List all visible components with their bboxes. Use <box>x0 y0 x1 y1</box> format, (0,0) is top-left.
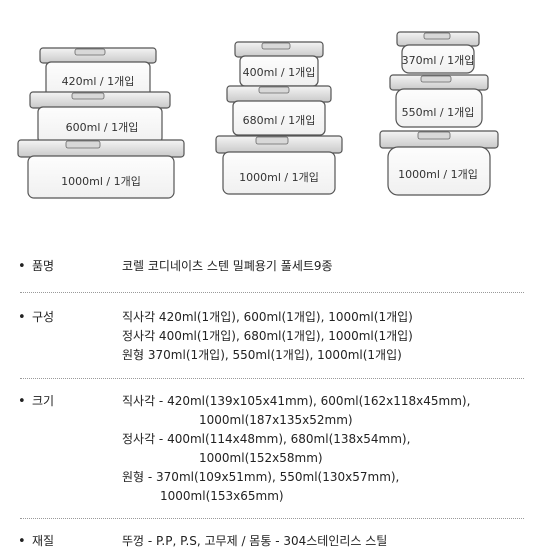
container-label: 600ml / 1개입 <box>66 121 139 134</box>
spec-label: 품명 <box>32 259 55 273</box>
spec-value: 뚜껑 - P.P, P.S, 고무제 / 몸통 - 304스테인리스 스틸 <box>122 534 388 548</box>
spec-value-block: 직사각 - 420ml(139x105x41mm), 600ml(162x118… <box>122 392 470 506</box>
bullet: • <box>18 310 26 325</box>
spec-label: 크기 <box>32 394 55 408</box>
container-square-680: 680ml / 1개입 <box>226 85 332 136</box>
dotted-separator <box>20 378 524 379</box>
dotted-separator <box>20 518 524 519</box>
spec-line: 1000ml(152x58mm) <box>199 451 323 465</box>
spec-label: 구성 <box>32 310 55 324</box>
spec-line: 원형 - 370ml(109x51mm), 550ml(130x57mm), <box>122 470 400 484</box>
container-label: 1000ml / 1개입 <box>61 175 141 188</box>
container-label: 550ml / 1개입 <box>402 106 475 119</box>
container-round-1000: 1000ml / 1개입 <box>379 130 499 196</box>
spec-label: 재질 <box>32 534 55 548</box>
spec-line: 직사각 - 420ml(139x105x41mm), 600ml(162x118… <box>122 394 471 408</box>
spec-value-block: 직사각 420ml(1개입), 600ml(1개입), 1000ml(1개입) … <box>122 308 413 365</box>
container-label: 420ml / 1개입 <box>62 75 135 88</box>
container-round-550: 550ml / 1개입 <box>389 74 489 128</box>
container-square-400: 400ml / 1개입 <box>234 41 324 87</box>
spec-line: 정사각 - 400ml(114x48mm), 680ml(138x54mm), <box>122 432 411 446</box>
spec-line: 정사각 400ml(1개입), 680ml(1개입), 1000ml(1개입) <box>122 329 413 343</box>
container-label: 1000ml / 1개입 <box>398 168 478 181</box>
container-label: 1000ml / 1개입 <box>239 171 319 184</box>
bullet: • <box>18 534 26 549</box>
spec-line: 직사각 420ml(1개입), 600ml(1개입), 1000ml(1개입) <box>122 310 413 324</box>
container-label: 680ml / 1개입 <box>243 114 316 127</box>
spec-line: 1000ml(153x65mm) <box>160 489 284 503</box>
spec-line: 원형 370ml(1개입), 550ml(1개입), 1000ml(1개입) <box>122 348 402 362</box>
containers-illustration: 420ml / 1개입 600ml / 1개입 1000ml / 1개입 400… <box>17 31 499 199</box>
spec-value: 코렐 코디네이츠 스텐 밀폐용기 풀세트9종 <box>122 259 333 273</box>
container-square-1000: 1000ml / 1개입 <box>215 135 343 195</box>
bullet: • <box>18 394 26 409</box>
spec-line: 1000ml(187x135x52mm) <box>199 413 353 427</box>
container-rect-1000: 1000ml / 1개입 <box>17 139 185 199</box>
container-rect-600: 600ml / 1개입 <box>29 91 171 144</box>
dotted-separator <box>20 292 524 293</box>
container-label: 400ml / 1개입 <box>243 66 316 79</box>
container-round-370: 370ml / 1개입 <box>396 31 480 74</box>
bullet: • <box>18 259 26 274</box>
container-label: 370ml / 1개입 <box>402 54 475 67</box>
